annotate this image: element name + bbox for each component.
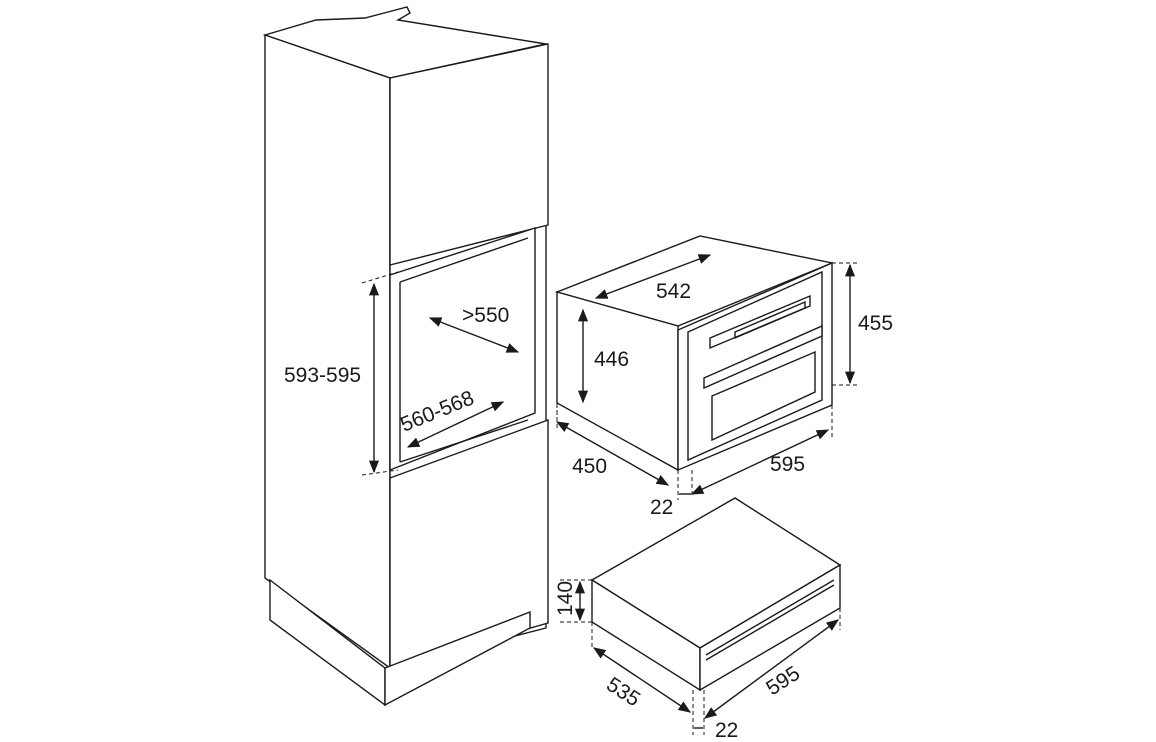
oven-width-label: 595 <box>770 453 805 476</box>
oven-depth-label: 542 <box>656 280 691 303</box>
warming-drawer: 140 535 595 22 <box>554 497 842 742</box>
cabinet-left-side <box>264 34 391 670</box>
drawer-width-arrow <box>703 619 840 719</box>
cabinet-upper-door <box>389 43 549 266</box>
niche-depth-arrow <box>428 317 520 353</box>
niche-width-arrow <box>406 401 505 448</box>
niche-height-ext-bottom <box>361 469 399 476</box>
oven-window <box>711 350 816 442</box>
drawer-depth-arrow <box>592 647 692 713</box>
tall-cabinet: 593-595 >550 560-568 <box>262 6 549 707</box>
built-in-oven: 542 446 455 450 595 22 <box>554 235 893 519</box>
oven-control-panel <box>709 294 811 350</box>
oven-450-arrow <box>555 421 670 486</box>
niche-height-ext-top <box>361 271 399 284</box>
oven-depth-arrow <box>594 254 712 299</box>
oven-handle <box>703 324 823 390</box>
oven-front-thickness-label: 22 <box>650 496 673 519</box>
niche-depth-label: >550 <box>462 304 509 327</box>
drawer-height-label: 140 <box>554 581 577 616</box>
oven-front-height-label: 455 <box>858 312 893 335</box>
drawer-depth-label: 535 <box>602 673 644 711</box>
niche-height-label: 593-595 <box>284 364 361 387</box>
oven-width-arrow <box>690 429 830 495</box>
oven-body-height-label: 446 <box>594 348 629 371</box>
drawer-front-thickness-label: 22 <box>715 719 738 742</box>
niche-back-corner <box>399 237 529 462</box>
drawer-width-label: 595 <box>762 662 804 700</box>
oven-450-label: 450 <box>572 455 607 478</box>
